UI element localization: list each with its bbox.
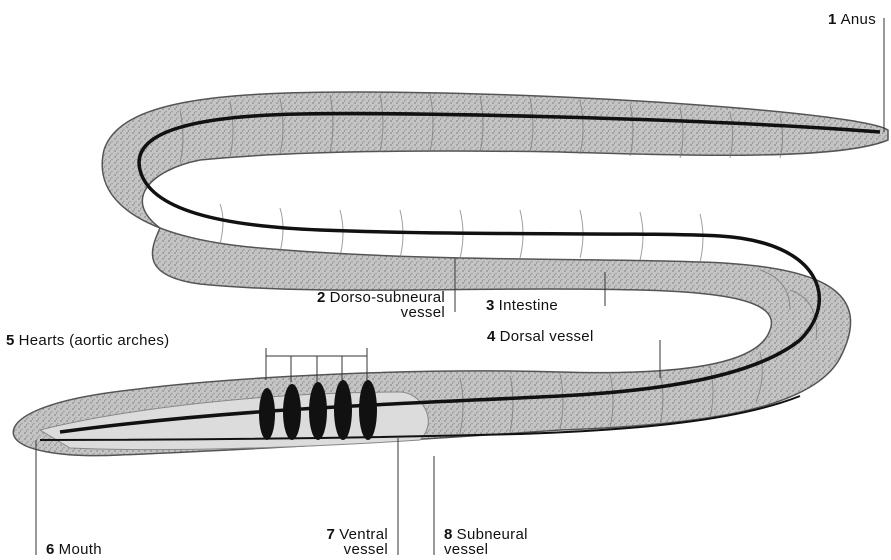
- label-mouth-text: Mouth: [59, 541, 102, 558]
- label-dorsal-number: 4: [487, 328, 496, 345]
- label-subneural-line2: vessel: [444, 542, 528, 557]
- label-ventral-number: 7: [327, 526, 336, 543]
- label-dorsal-text: Dorsal vessel: [500, 328, 594, 345]
- label-anus-number: 1: [828, 11, 837, 28]
- heart-4: [334, 380, 352, 440]
- heart-2: [283, 384, 301, 440]
- heart-1: [259, 388, 275, 440]
- label-ventral-line2: vessel: [280, 542, 388, 557]
- heart-5: [359, 380, 377, 440]
- label-hearts-number: 5: [6, 332, 15, 349]
- label-hearts-text: Hearts (aortic arches): [19, 332, 170, 349]
- label-intestine-number: 3: [486, 297, 495, 314]
- label-intestine-text: Intestine: [499, 297, 558, 314]
- label-dorso-line2: vessel: [230, 305, 445, 320]
- label-mouth-number: 6: [46, 541, 55, 558]
- label-anus-text: Anus: [841, 11, 876, 28]
- heart-3: [309, 382, 327, 440]
- label-dorso-number: 2: [317, 289, 326, 306]
